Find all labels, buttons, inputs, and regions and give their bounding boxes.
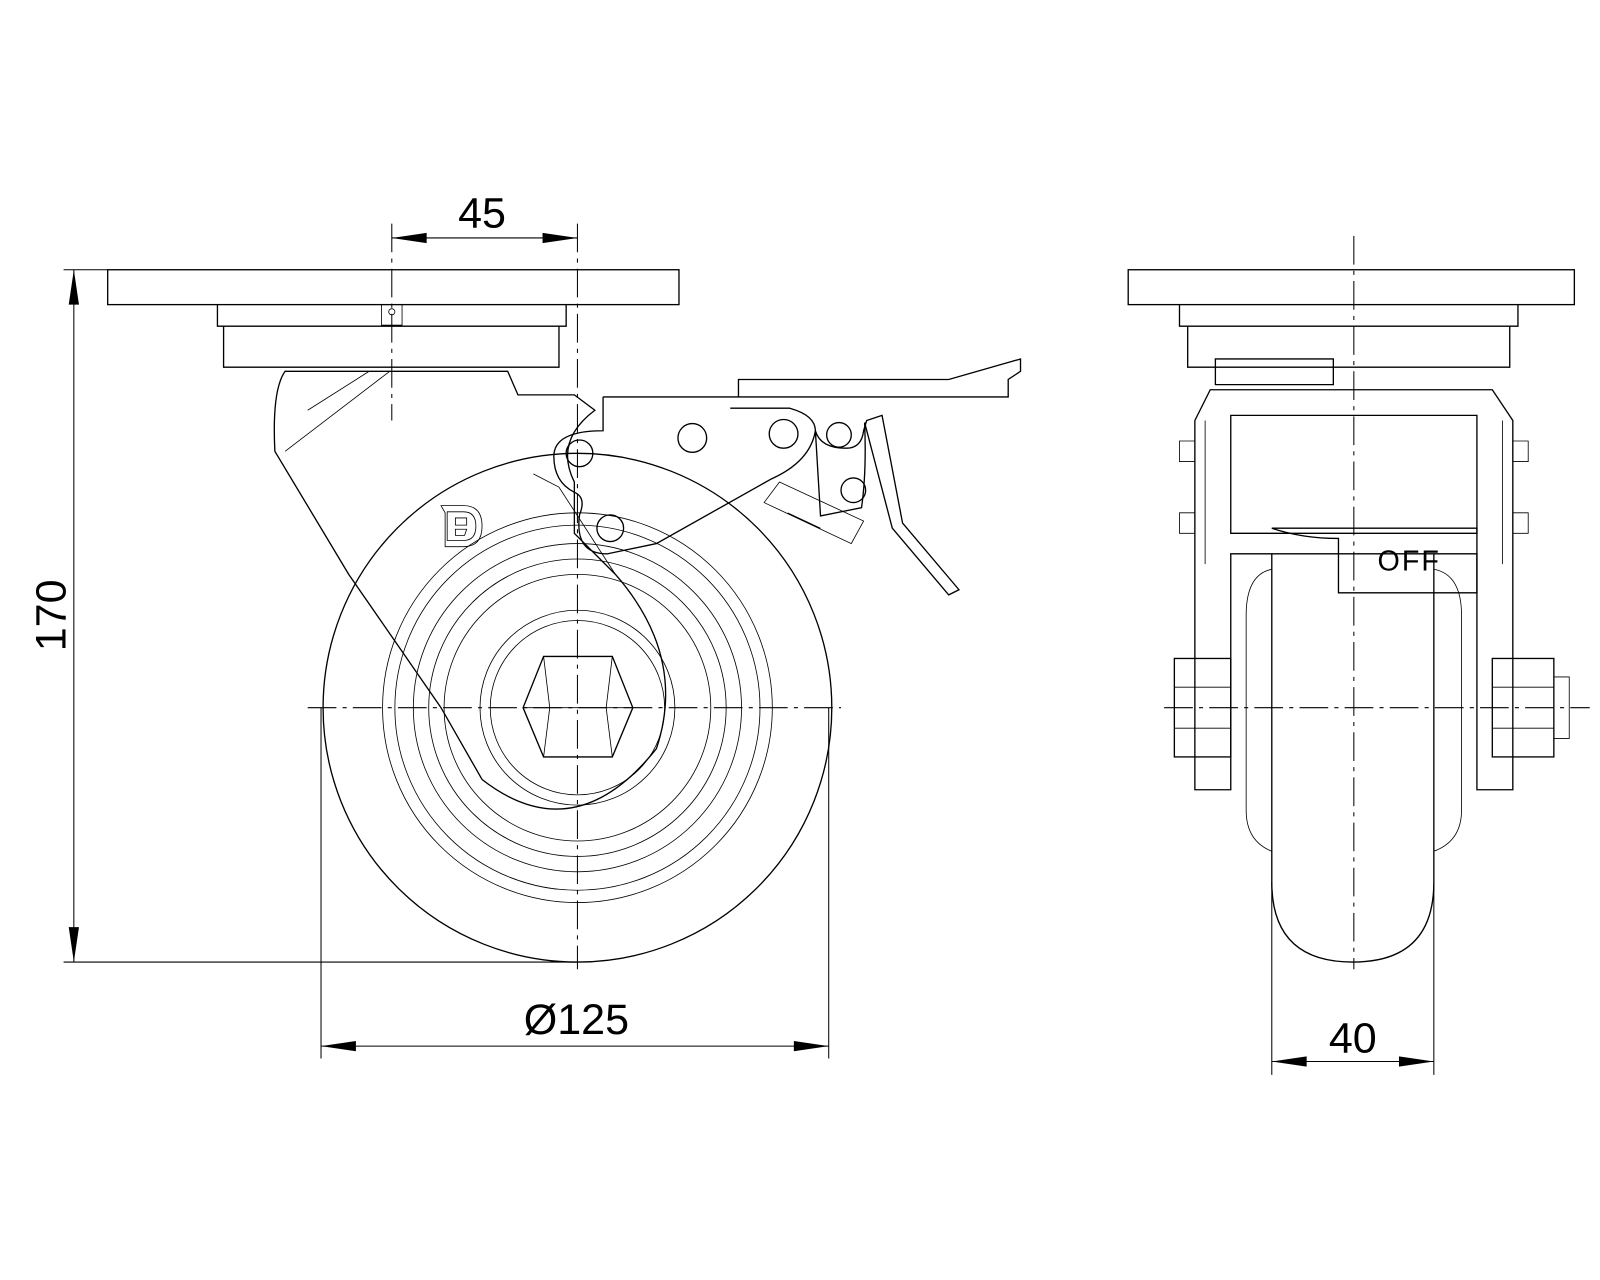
brake-pedal: OFF: [1271, 527, 1478, 594]
brake-status-label: OFF: [1377, 545, 1441, 577]
wheel-front: [1271, 553, 1435, 963]
dim-offset: 45: [458, 190, 506, 238]
dimensions: 45 170 Ø125 40: [28, 190, 1435, 1075]
fork-leg: [273, 370, 667, 810]
dim-height: 170: [28, 579, 76, 651]
top-plate-front: [1127, 269, 1576, 306]
front-view: OFF: [1127, 235, 1590, 970]
dim-wheel-diameter: Ø125: [524, 996, 629, 1044]
brake-lever: [533, 358, 1022, 596]
fork-front: [1194, 389, 1514, 791]
manufacturer-logo: [440, 505, 483, 548]
dim-wheel-width: 40: [1329, 1014, 1377, 1062]
side-view: [107, 223, 1022, 970]
top-plate: [107, 269, 680, 306]
